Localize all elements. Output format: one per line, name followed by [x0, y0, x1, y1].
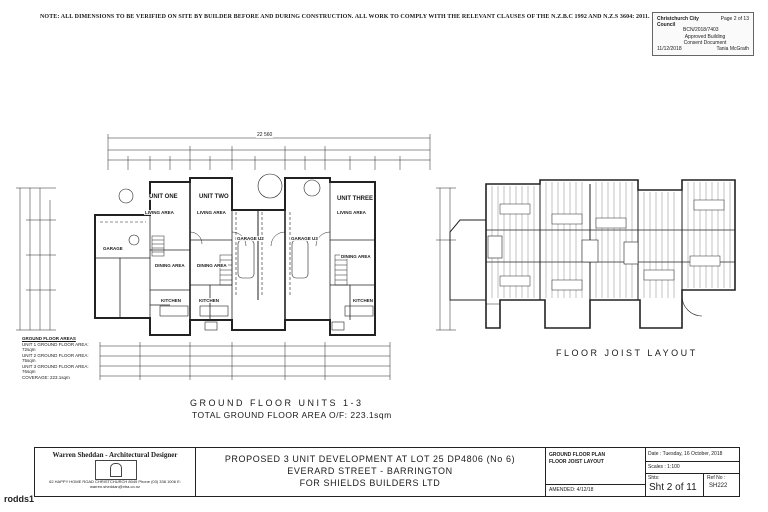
drawings-canvas	[16, 134, 736, 380]
unit-two-garage-label: GARAGE U2	[236, 236, 265, 241]
unit-three-label: UNIT THREE	[336, 196, 374, 202]
floor-joist-plan	[449, 179, 736, 329]
areas-heading: GROUND FLOOR AREAS	[22, 336, 76, 341]
sheet-number: Sht 2 of 11	[649, 482, 697, 493]
sheet-number-row: Shts: Sht 2 of 11 Ref No : SH222	[645, 474, 739, 496]
area-line: UNIT 2 GROUND FLOOR AREA: 75sqm	[22, 352, 89, 364]
drawing-date: Date : Tuesday, 16 October, 2018	[645, 448, 739, 462]
sheets-label: Shts:	[648, 475, 660, 481]
project-title-line3: FOR SHIELDS BUILDERS LTD	[299, 478, 441, 488]
ground-floor-caption: GROUND FLOOR UNITS 1-3	[190, 398, 364, 408]
stamp-ref: BCN/2018/7403	[683, 27, 719, 33]
header-note: NOTE: ALL DIMENSIONS TO BE VERIFIED ON S…	[40, 14, 650, 20]
sheet-title-line1: GROUND FLOOR PLAN	[549, 452, 606, 458]
unit-one-dining-label: DINING AREA	[154, 263, 186, 268]
unit-one-garage-label: GARAGE	[102, 246, 124, 251]
unit-three-garage-label: GARAGE U3	[290, 236, 319, 241]
designer-address: 62 HAPPY HOME ROAD CHRISTCHURCH 8049 Pho…	[49, 479, 181, 489]
unit-one-living-label: LIVING AREA	[144, 210, 175, 215]
unit-two-kitchen-label: KITCHEN	[198, 298, 220, 303]
council-consent-stamp: Christchurch City Council Page 2 of 13 B…	[652, 12, 754, 56]
ground-floor-areas: GROUND FLOOR AREAS UNIT 1 GROUND FLOOR A…	[22, 336, 102, 380]
sheet-title-cell: GROUND FLOOR PLAN FLOOR JOIST LAYOUT AME…	[545, 448, 646, 496]
project-title-line2: EVERARD STREET - BARRINGTON	[287, 466, 453, 476]
overall-dimension: 22 560	[256, 132, 274, 138]
total-area-caption: TOTAL GROUND FLOOR AREA O/F: 223.1sqm	[192, 410, 392, 420]
watermark-username: rodds1	[4, 494, 35, 504]
area-line: COVERAGE: 223.1sqm	[22, 374, 70, 380]
drawing-scale: Scales : 1:100	[645, 462, 739, 474]
designer-name: Warren Sheddan - Architectural Designer	[52, 451, 178, 459]
project-cell: PROPOSED 3 UNIT DEVELOPMENT AT LOT 25 DP…	[195, 448, 546, 496]
floor-joist-caption: FLOOR JOIST LAYOUT	[556, 348, 698, 358]
ground-floor-plan	[16, 134, 456, 380]
sheet-title-line2: FLOOR JOIST LAYOUT	[549, 459, 604, 465]
project-title-line1: PROPOSED 3 UNIT DEVELOPMENT AT LOT 25 DP…	[224, 454, 516, 464]
unit-two-label: UNIT TWO	[198, 194, 230, 200]
unit-two-living-label: LIVING AREA	[196, 210, 227, 215]
unit-one-kitchen-label: KITCHEN	[160, 298, 182, 303]
unit-three-kitchen-label: KITCHEN	[352, 298, 374, 303]
amended-date: AMENDED: 4/12/18	[545, 484, 645, 496]
area-line: UNIT 1 GROUND FLOOR AREA: 72sqm	[22, 341, 89, 353]
sheet-info-cell: Date : Tuesday, 16 October, 2018 Scales …	[645, 448, 739, 496]
title-block: Warren Sheddan - Architectural Designer …	[34, 447, 740, 497]
ref-label: Ref No :	[707, 475, 726, 481]
unit-three-dining-label: DINING AREA	[340, 254, 372, 259]
stamp-status: Approved Building Consent Document	[683, 34, 727, 46]
unit-one-label: UNIT ONE	[148, 194, 179, 200]
designer-logo-icon	[95, 460, 137, 480]
stamp-council: Christchurch City Council	[657, 16, 699, 28]
designer-cell: Warren Sheddan - Architectural Designer …	[35, 448, 196, 496]
unit-three-living-label: LIVING AREA	[336, 210, 367, 215]
area-line: UNIT 3 GROUND FLOOR AREA: 76sqm	[22, 363, 89, 375]
stamp-name: Tania McGrath	[716, 46, 749, 52]
ref-number: SH222	[709, 483, 728, 489]
unit-two-dining-label: DINING AREA	[196, 263, 228, 268]
stamp-page: Page 2 of 13	[720, 16, 749, 22]
stamp-date: 11/12/2018	[657, 46, 682, 52]
